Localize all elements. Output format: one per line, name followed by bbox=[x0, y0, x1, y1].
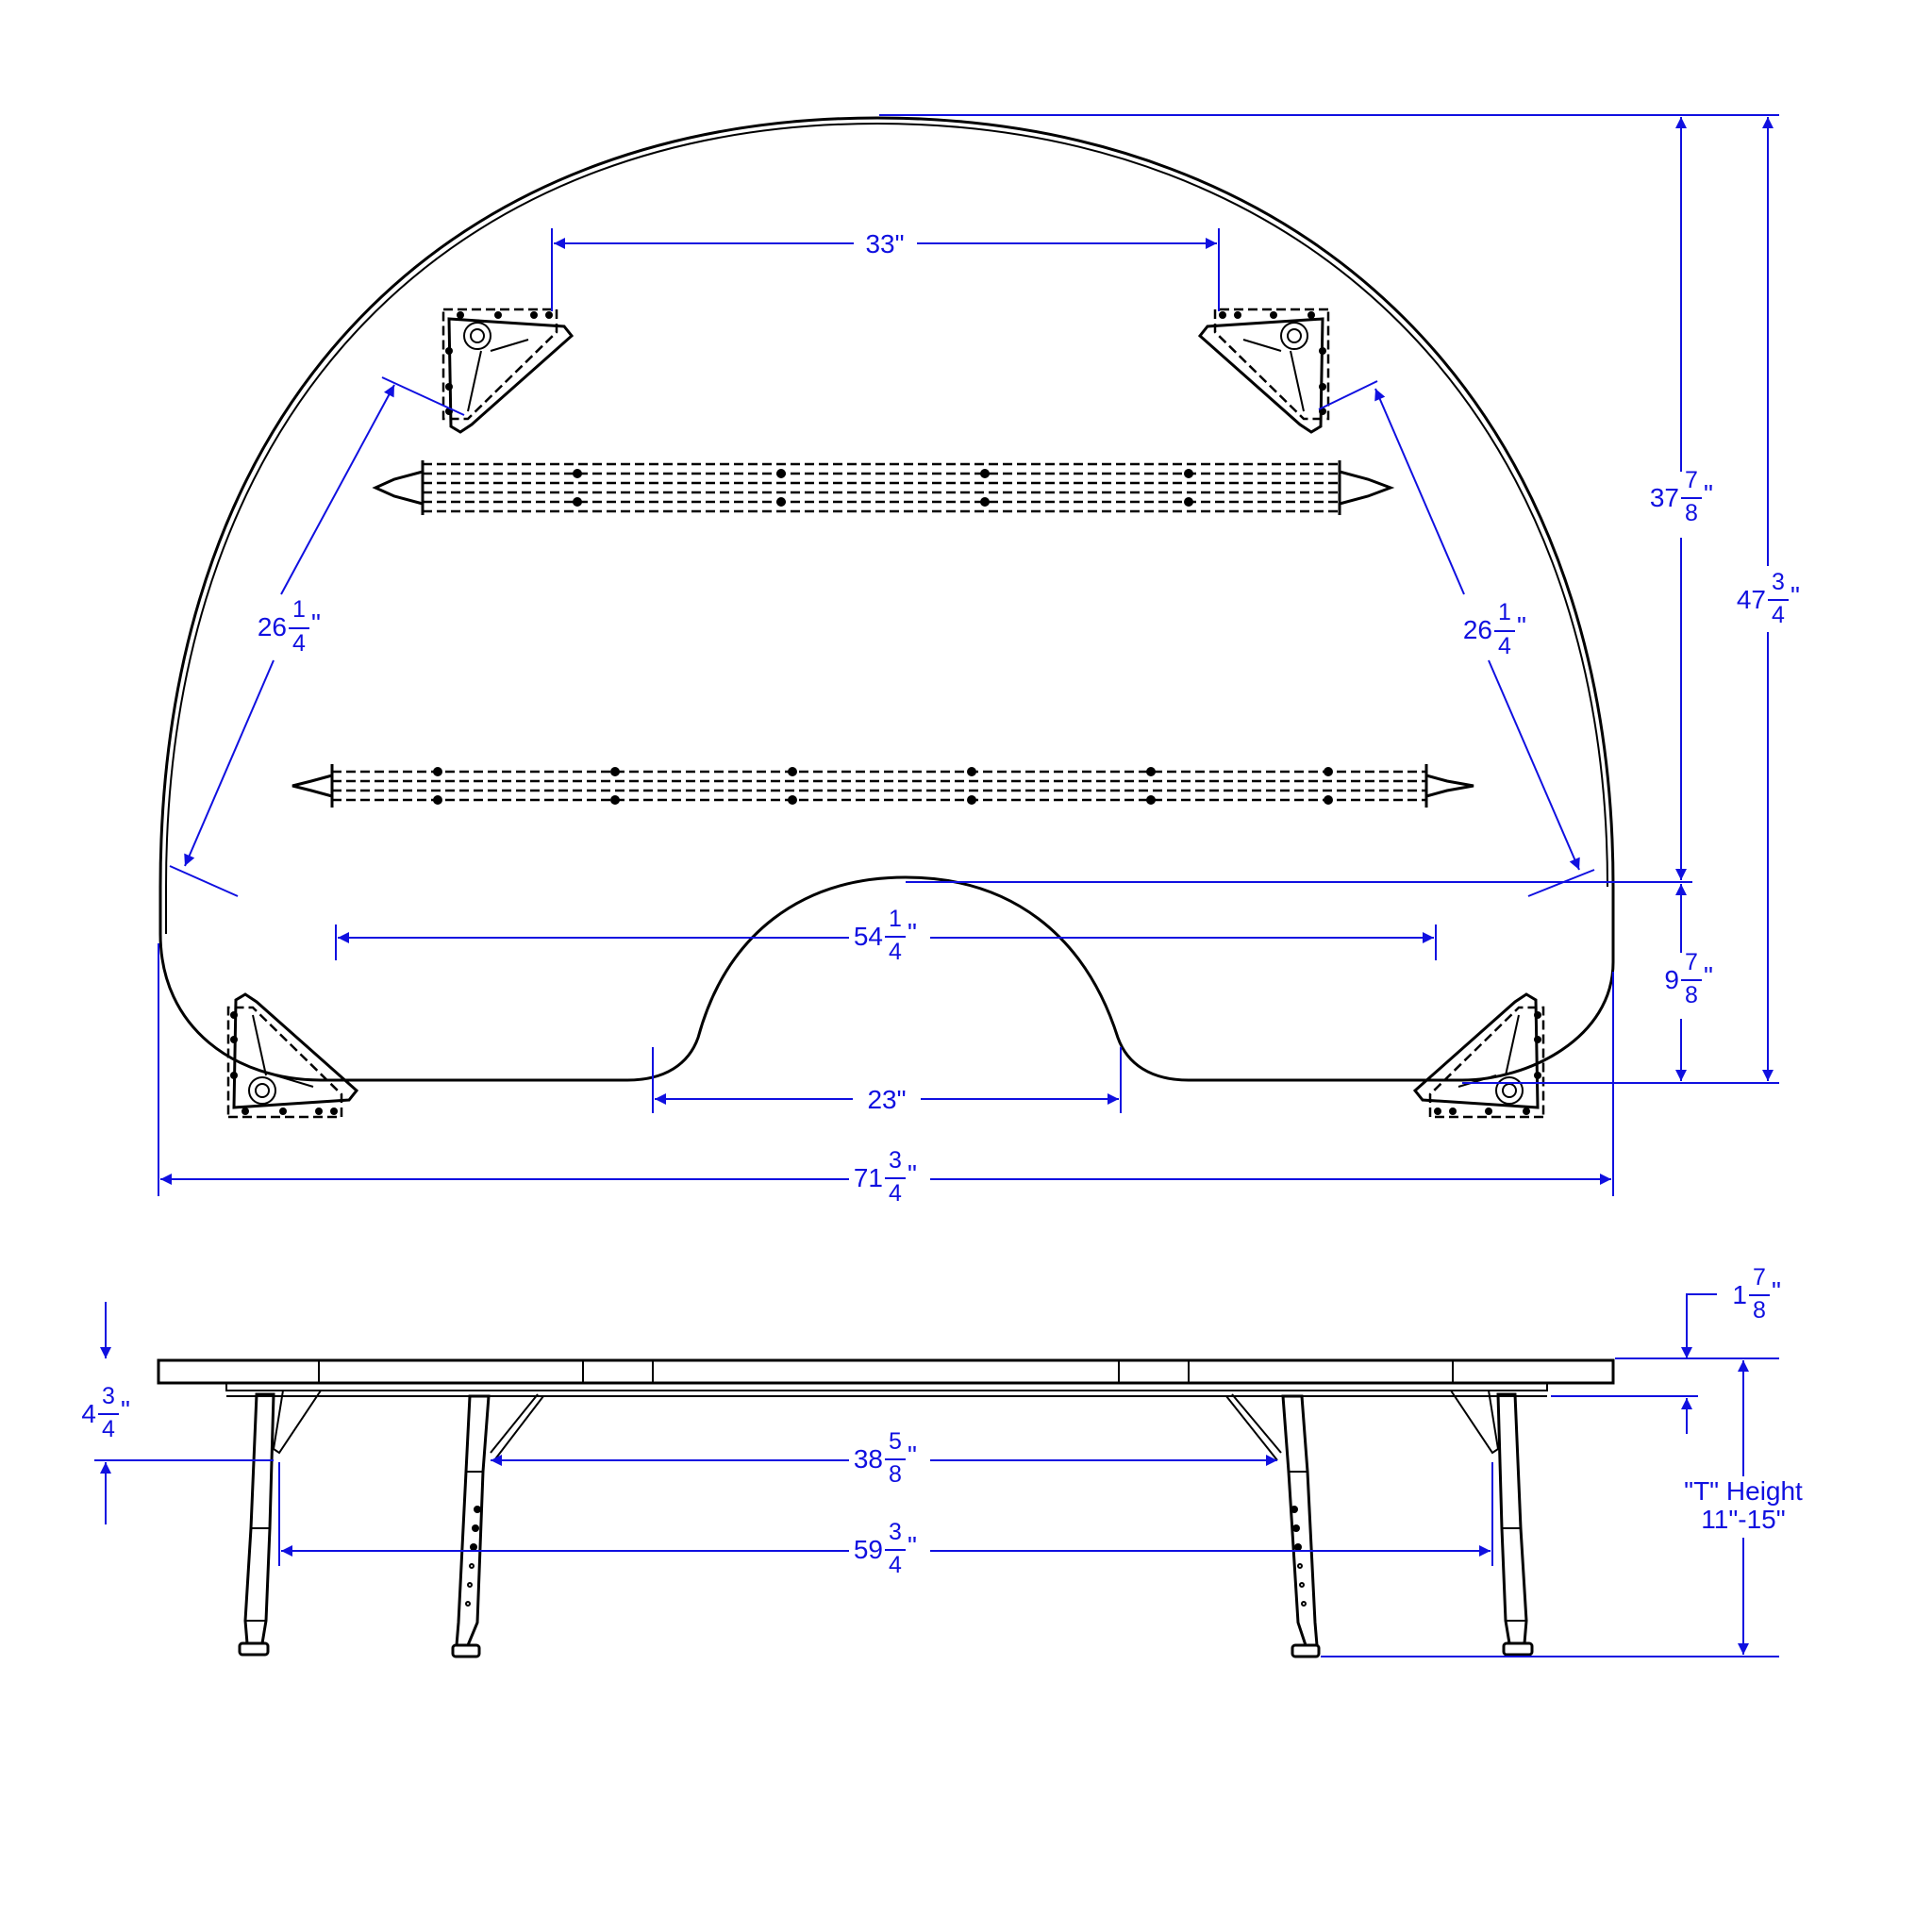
dim-diagonal-left-suffix: " bbox=[311, 608, 321, 638]
dim-leg-span-inner-num: 5 bbox=[889, 1428, 902, 1455]
dim-depth-main-whole: 37 bbox=[1650, 483, 1679, 512]
dim-leg-span-outer-suffix: " bbox=[908, 1531, 917, 1560]
dim-top-span-text: 33" bbox=[865, 229, 904, 258]
dim-depth-total-suffix: " bbox=[1790, 581, 1800, 610]
dim-table-height: "T" Height 11"-15" bbox=[1321, 1357, 1803, 1657]
dim-cutout-depth-den: 8 bbox=[1685, 982, 1698, 1008]
dim-top-thickness-whole: 1 bbox=[1732, 1280, 1747, 1309]
dim-table-height-line2: 11"-15" bbox=[1701, 1505, 1785, 1534]
leg-right-inner bbox=[1225, 1393, 1321, 1658]
dim-diagonal-left-num: 1 bbox=[292, 596, 306, 623]
dim-cutout-depth: 9 7 8 " bbox=[1664, 884, 1713, 1081]
dim-top-thickness-den: 8 bbox=[1753, 1297, 1766, 1324]
dim-table-height-line1: "T" Height bbox=[1684, 1476, 1803, 1506]
cross-rail-lower bbox=[291, 764, 1474, 808]
dim-top-thickness: 1 7 8 " bbox=[1551, 1264, 1781, 1434]
dim-depth-total-den: 4 bbox=[1772, 602, 1785, 628]
dim-diagonal-right: 26 1 4 " bbox=[1318, 380, 1595, 897]
dim-overall-width-whole: 71 bbox=[854, 1163, 883, 1192]
dim-leg-span-inner: 38 5 8 " bbox=[491, 1428, 1277, 1488]
dim-apron-height-whole: 4 bbox=[81, 1399, 96, 1428]
dim-leg-span-outer-whole: 59 bbox=[854, 1535, 883, 1564]
dim-depth-main-num: 7 bbox=[1685, 467, 1698, 493]
dim-depth-total: 47 3 4 " bbox=[1737, 117, 1800, 1081]
dim-overall-width: 71 3 4 " bbox=[158, 943, 1614, 1207]
leg-left-outer bbox=[238, 1390, 323, 1657]
dim-apron-height-suffix: " bbox=[121, 1395, 130, 1424]
dim-apron-height-num: 3 bbox=[102, 1383, 115, 1409]
dim-depth-main-den: 8 bbox=[1685, 500, 1698, 526]
leg-bracket-top-right bbox=[1198, 308, 1330, 434]
dim-inner-span: 54 1 4 " bbox=[335, 906, 1437, 965]
dim-cutout-width-text: 23" bbox=[867, 1085, 906, 1114]
dim-top-thickness-num: 7 bbox=[1753, 1264, 1766, 1291]
dim-diagonal-right-whole: 26 bbox=[1463, 615, 1492, 644]
dim-inner-span-num: 1 bbox=[889, 906, 902, 932]
dim-depth-total-num: 3 bbox=[1772, 569, 1785, 595]
table-top-plan bbox=[158, 116, 1615, 1082]
dim-overall-width-den: 4 bbox=[889, 1180, 902, 1207]
dim-diagonal-right-den: 4 bbox=[1498, 633, 1511, 659]
dim-inner-span-den: 4 bbox=[889, 939, 902, 965]
dim-apron-height-den: 4 bbox=[102, 1416, 115, 1442]
dim-top-span: 33" bbox=[551, 228, 1220, 311]
leg-bracket-bottom-right bbox=[1413, 992, 1545, 1119]
dim-diagonal-right-num: 1 bbox=[1498, 599, 1511, 625]
dim-diagonal-left-whole: 26 bbox=[258, 612, 287, 641]
dim-cutout-depth-whole: 9 bbox=[1664, 965, 1679, 994]
dim-depth-total-whole: 47 bbox=[1737, 585, 1766, 614]
dim-depth-main-suffix: " bbox=[1704, 479, 1713, 508]
dim-diagonal-left-den: 4 bbox=[292, 630, 306, 657]
dim-leg-span-outer: 59 3 4 " bbox=[278, 1462, 1493, 1578]
dim-diagonal-right-suffix: " bbox=[1517, 611, 1526, 641]
dim-leg-span-outer-den: 4 bbox=[889, 1552, 902, 1578]
dim-cutout-depth-num: 7 bbox=[1685, 949, 1698, 975]
dim-leg-span-outer-num: 3 bbox=[889, 1519, 902, 1545]
dim-overall-width-suffix: " bbox=[908, 1159, 917, 1189]
dim-apron-height: 4 3 4 " bbox=[81, 1302, 274, 1524]
dim-inner-span-whole: 54 bbox=[854, 922, 883, 951]
dim-inner-span-suffix: " bbox=[908, 918, 917, 947]
leg-right-outer bbox=[1449, 1390, 1534, 1657]
dim-top-thickness-suffix: " bbox=[1772, 1276, 1781, 1306]
leg-bracket-bottom-left bbox=[226, 992, 358, 1119]
dim-depth-main: 37 7 8 " bbox=[1650, 117, 1713, 880]
dim-cutout-depth-suffix: " bbox=[1704, 961, 1713, 991]
dim-cutout-width: 23" bbox=[652, 1047, 1122, 1114]
dim-leg-span-inner-den: 8 bbox=[889, 1461, 902, 1488]
dim-leg-span-inner-suffix: " bbox=[908, 1441, 917, 1470]
dim-leg-span-inner-whole: 38 bbox=[854, 1444, 883, 1474]
dim-overall-width-num: 3 bbox=[889, 1147, 902, 1174]
dim-diagonal-left: 26 1 4 " bbox=[169, 376, 465, 897]
cross-rail-upper bbox=[372, 460, 1395, 515]
leg-left-inner bbox=[451, 1393, 544, 1658]
table-top-elevation bbox=[157, 1358, 1615, 1397]
